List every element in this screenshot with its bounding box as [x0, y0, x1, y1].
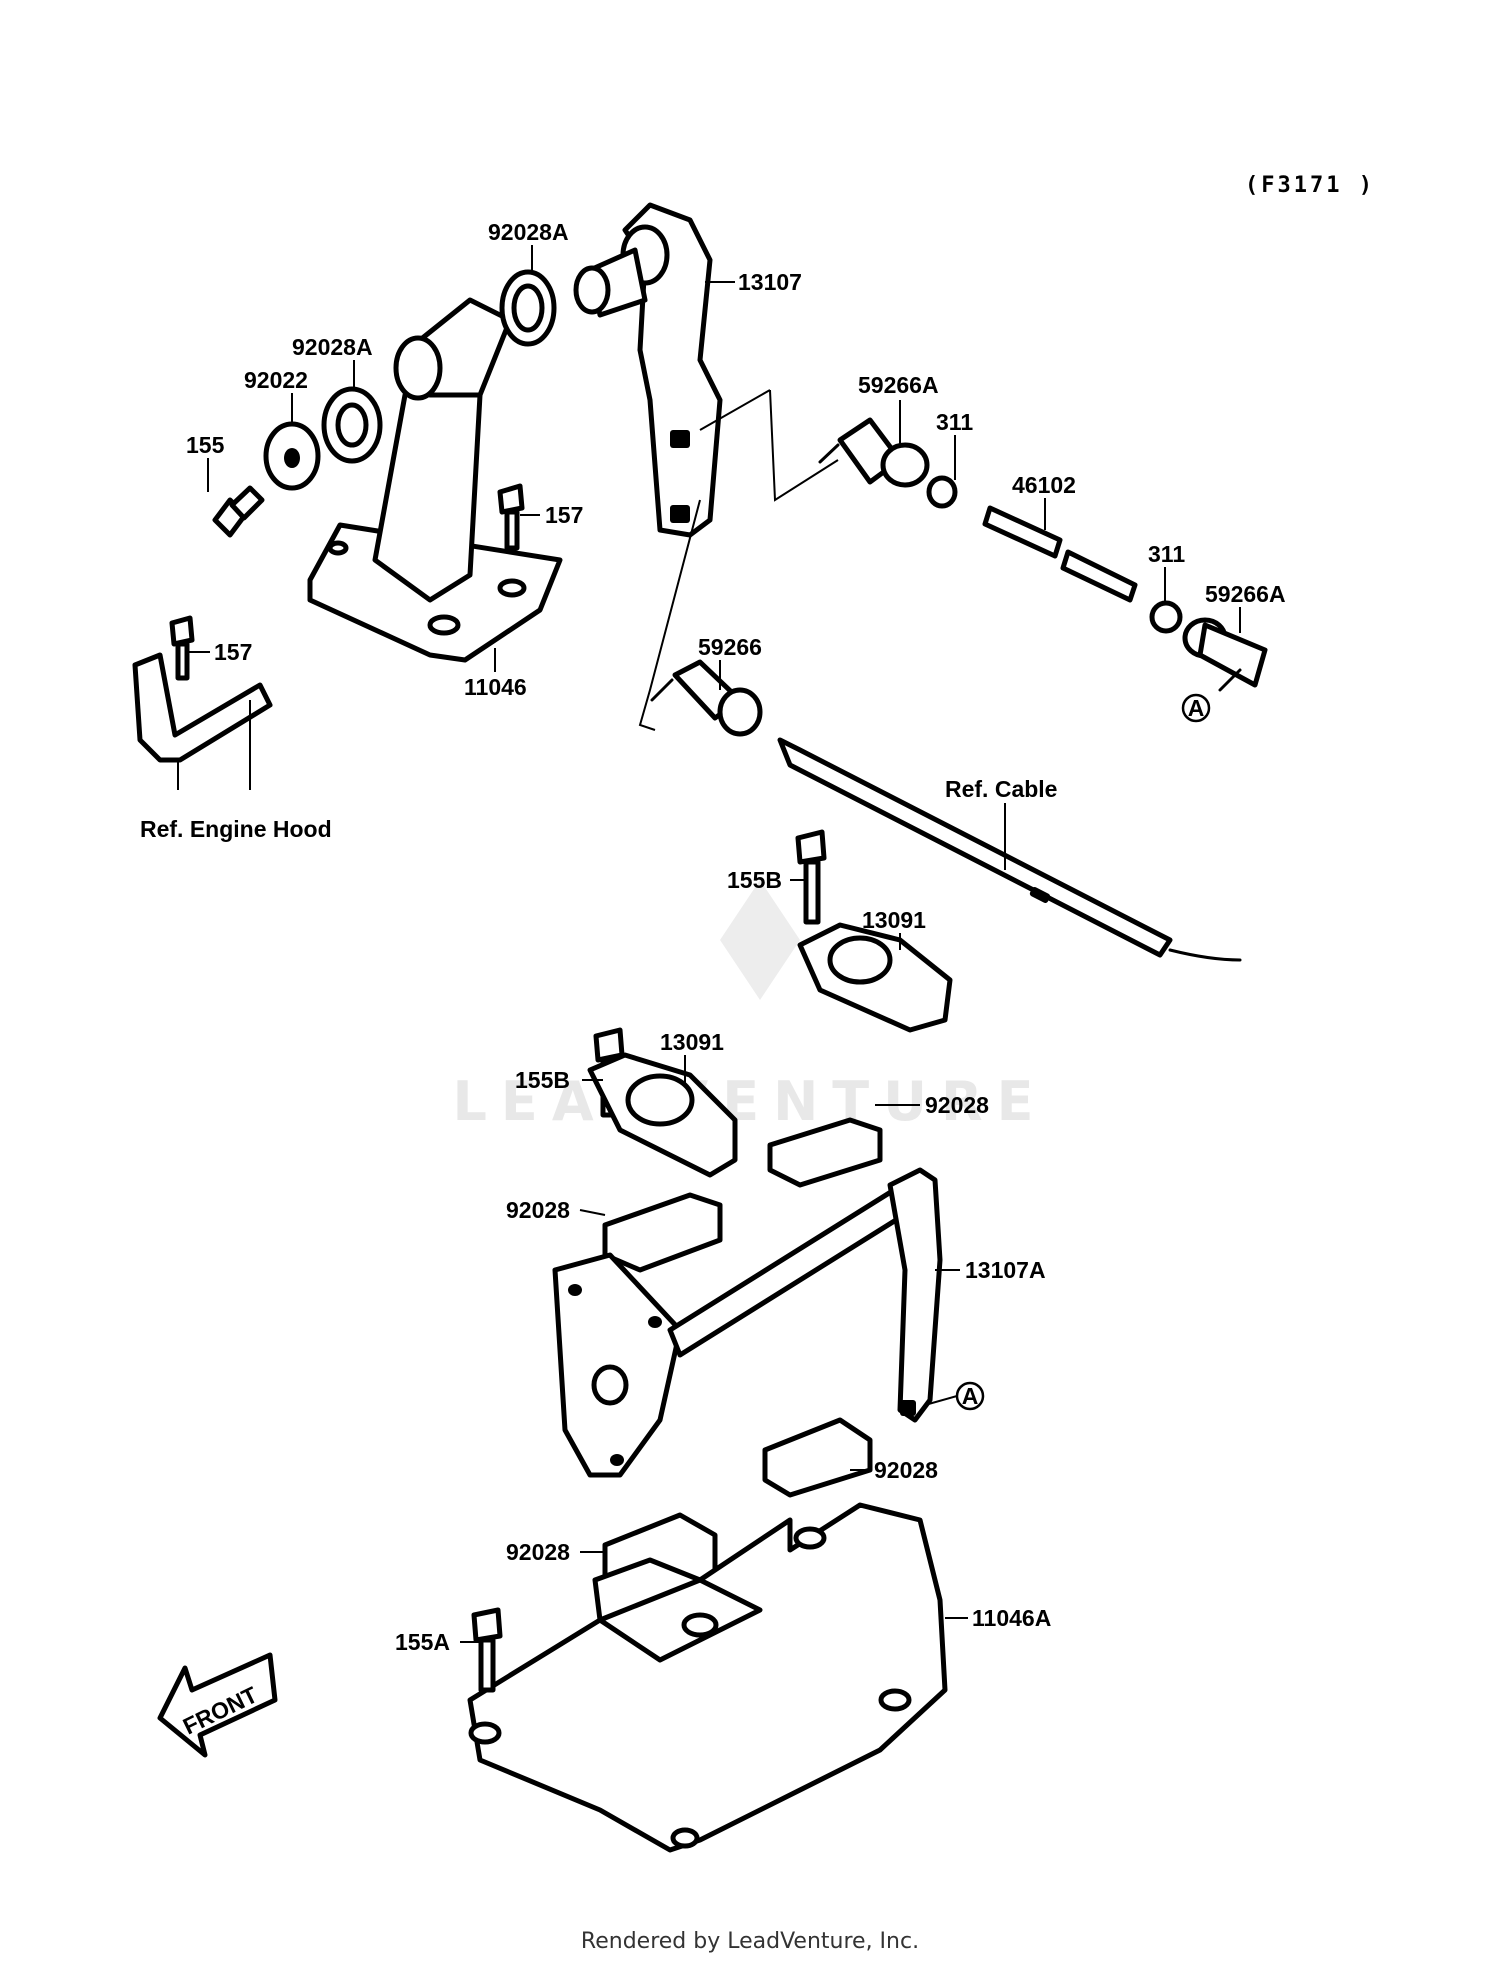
housing-11046A	[467, 1502, 948, 1853]
label-59266A-top: 59266A	[858, 372, 939, 398]
label-155: 155	[186, 432, 225, 458]
label-13091-top: 13091	[862, 907, 926, 933]
label-92028-upper-left: 92028	[506, 1197, 570, 1223]
front-arrow: FRONT	[157, 1652, 278, 1758]
rod-46102	[982, 505, 1138, 603]
label-92028-lower-left: 92028	[506, 1539, 570, 1565]
nut-311-right	[1149, 600, 1183, 634]
holder-13091-top	[797, 922, 953, 1033]
label-92028-lower-right: 92028	[874, 1457, 938, 1483]
label-92022: 92022	[244, 367, 308, 393]
svg-text:A: A	[962, 1383, 979, 1409]
label-155B-top: 155B	[727, 867, 782, 893]
watermark: LEADVENTURE	[453, 880, 1048, 1133]
svg-text:A: A	[1188, 695, 1205, 721]
bolt-155A	[471, 1607, 503, 1693]
label-59266A-right: 59266A	[1205, 581, 1286, 607]
bushing-92028-upper-left	[602, 1192, 723, 1273]
label-11046A: 11046A	[972, 1605, 1051, 1631]
bushing-92028A-left	[321, 386, 383, 464]
label-92028-upper-right: 92028	[925, 1092, 989, 1118]
label-13107: 13107	[738, 269, 802, 295]
washer-92022	[263, 421, 321, 491]
watermark-text: LEADVENTURE	[453, 1070, 1048, 1133]
label-92028A-left: 92028A	[292, 334, 373, 360]
label-13107A: 13107A	[965, 1257, 1046, 1283]
label-46102: 46102	[1012, 472, 1076, 498]
label-ref-engine-hood: Ref. Engine Hood	[140, 816, 332, 842]
label-155A: 155A	[395, 1629, 450, 1655]
marker-a-top: A	[1181, 693, 1211, 723]
label-11046: 11046	[464, 674, 527, 700]
label-92028A-top: 92028A	[488, 219, 569, 245]
bolt-157-top	[497, 483, 525, 551]
label-157-top: 157	[545, 502, 583, 528]
cable	[777, 737, 1242, 962]
bushing-92028-lower-right	[762, 1417, 873, 1498]
rod-end-59266	[650, 659, 763, 737]
label-155B-left: 155B	[515, 1067, 570, 1093]
label-311-right: 311	[1148, 541, 1185, 567]
label-ref-cable: Ref. Cable	[945, 776, 1057, 802]
bolt-155	[212, 485, 265, 538]
diagram-code: (F3171 )	[1245, 173, 1375, 198]
credit-text: Rendered by LeadVenture, Inc.	[581, 1929, 919, 1954]
connector-lines	[638, 389, 839, 731]
engine-hood-bracket	[132, 615, 273, 790]
bushing-92028-upper-right	[767, 1117, 883, 1188]
shaft-13107A	[552, 1167, 943, 1478]
rod-end-59266A-right	[1182, 617, 1268, 692]
arm-13107	[573, 202, 723, 538]
label-59266: 59266	[698, 634, 762, 660]
bolt-155B-top	[795, 829, 827, 925]
marker-a-bottom: A	[924, 1381, 985, 1411]
bracket-11046	[307, 297, 563, 663]
nut-311-top	[926, 475, 958, 509]
label-157-bracket: 157	[214, 639, 252, 665]
rod-end-59266A-top	[818, 417, 930, 488]
label-13091-left: 13091	[660, 1029, 724, 1055]
bushing-92028A-top	[499, 269, 557, 347]
holder-13091-left	[587, 1052, 738, 1178]
leader-lines	[187, 245, 1241, 1643]
label-311-top: 311	[936, 409, 973, 435]
